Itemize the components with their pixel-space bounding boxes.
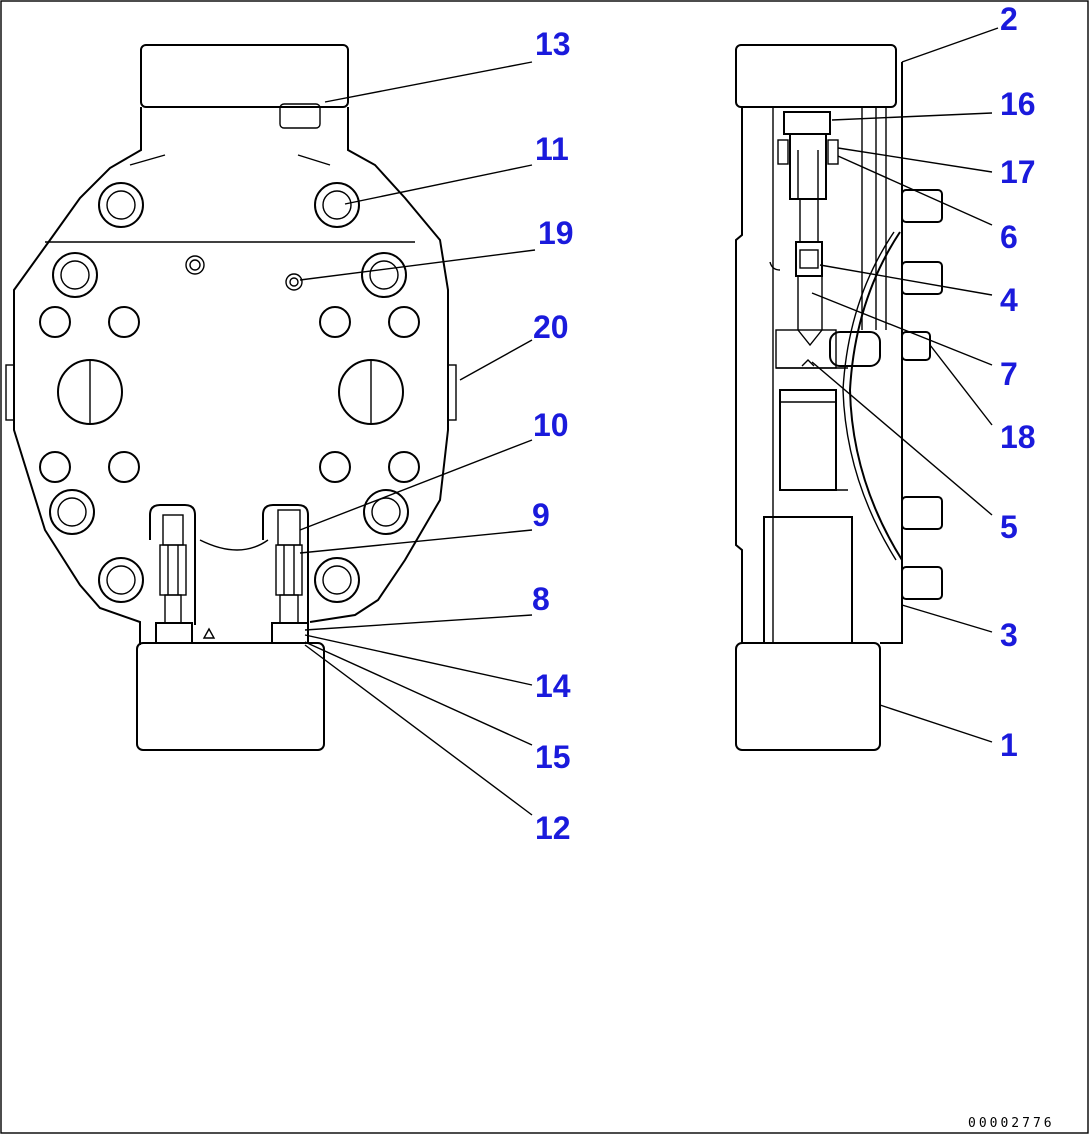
callout-20: 20 [533, 309, 569, 345]
side-right-stubs [901, 189, 943, 600]
leader-19 [299, 249, 536, 281]
leader-20 [459, 339, 533, 381]
callout-6: 6 [1000, 219, 1018, 255]
callout-9: 9 [532, 497, 550, 533]
callout-7: 7 [1000, 356, 1018, 392]
leader-7 [811, 292, 993, 366]
front-top-fitting [279, 103, 321, 129]
callout-1: 1 [1000, 727, 1018, 763]
side-spool [763, 111, 881, 644]
callout-12: 12 [535, 810, 571, 846]
front-valve-right [262, 504, 309, 644]
leader-11 [344, 164, 533, 205]
drawing-number: 00002776 [968, 1116, 1055, 1131]
front-left-tab [5, 364, 15, 421]
side-view [735, 44, 943, 751]
callout-19: 19 [538, 215, 574, 251]
leader-9 [299, 529, 533, 554]
leader-lines [299, 27, 999, 816]
leader-8 [304, 614, 533, 631]
callout-2: 2 [1000, 1, 1018, 37]
side-top-cap [735, 44, 897, 108]
callout-8: 8 [532, 581, 550, 617]
front-bolts [49, 182, 409, 603]
callout-16: 16 [1000, 86, 1036, 122]
side-main-body [735, 62, 903, 644]
front-triangle-mark [202, 627, 216, 639]
front-chamfer-right [297, 154, 331, 166]
leader-13 [324, 61, 533, 103]
front-ports [57, 359, 404, 425]
leader-1 [879, 704, 993, 743]
callout-11: 11 [535, 131, 569, 167]
side-bottom-cap [735, 642, 881, 751]
callout-18: 18 [1000, 419, 1036, 455]
leader-3 [901, 604, 993, 633]
leader-18 [929, 344, 993, 426]
callout-13: 13 [535, 26, 571, 62]
front-valve-left [149, 504, 196, 644]
leader-10 [299, 439, 533, 531]
callout-3: 3 [1000, 617, 1018, 653]
front-chamfer-left [129, 154, 166, 166]
callout-10: 10 [533, 407, 569, 443]
front-bottom-cap [136, 642, 325, 751]
leader-12 [304, 644, 533, 816]
leader-2 [901, 27, 999, 63]
front-main-body [13, 107, 449, 645]
leader-14 [304, 634, 533, 686]
callout-15: 15 [535, 739, 571, 775]
front-view [5, 44, 457, 751]
callout-14: 14 [535, 668, 571, 704]
front-small-holes [39, 255, 420, 483]
leader-6 [837, 155, 993, 226]
callout-labels: 13 11 19 20 10 9 8 14 15 12 2 16 17 6 4 … [532, 1, 1036, 846]
front-bottom-notch [199, 539, 269, 551]
leader-17 [837, 147, 993, 173]
callout-5: 5 [1000, 509, 1018, 545]
side-curved-profile [848, 231, 903, 561]
front-right-tab [447, 364, 457, 421]
callout-17: 17 [1000, 154, 1036, 190]
leader-16 [831, 112, 993, 121]
leader-4 [819, 264, 993, 296]
callout-4: 4 [1000, 282, 1018, 318]
leader-5 [811, 361, 993, 516]
leader-15 [304, 641, 533, 746]
front-top-cap [140, 44, 349, 108]
